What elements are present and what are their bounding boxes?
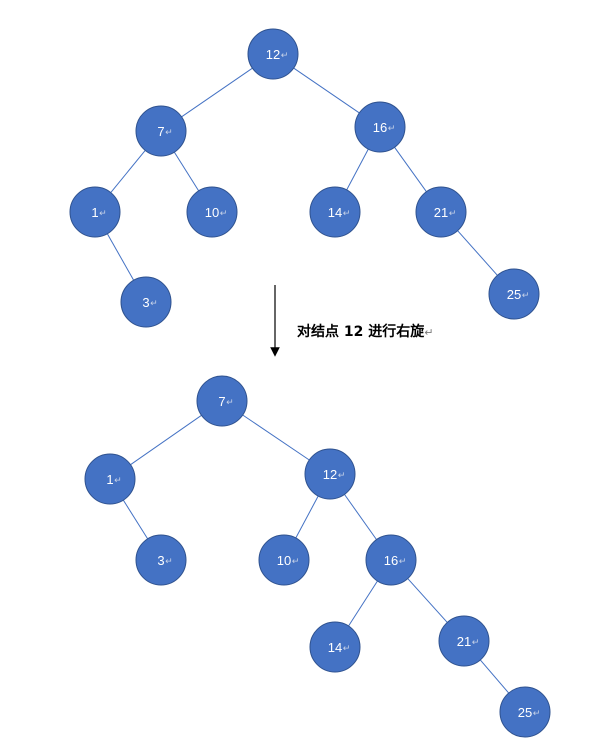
tree-node-10: 10↵ [186, 186, 238, 238]
tree-node-12: 12↵ [304, 448, 356, 500]
node-circle [69, 186, 121, 238]
return-mark-icon: ↵ [165, 128, 173, 138]
return-mark-icon: ↵ [281, 51, 289, 61]
tree-edge [293, 67, 360, 114]
node-label: 10 [205, 205, 219, 220]
node-circle [309, 186, 361, 238]
tree-node-16: 16↵ [365, 534, 417, 586]
tree-node-7: 7↵ [135, 105, 187, 157]
tree-node-3: 3↵ [120, 276, 172, 328]
tree-node-14: 14↵ [309, 186, 361, 238]
node-label: 21 [457, 634, 471, 649]
return-mark-icon: ↵ [343, 209, 351, 219]
tree-node-16: 16↵ [354, 101, 406, 153]
node-circle [488, 268, 540, 320]
node-circle [354, 101, 406, 153]
node-label: 25 [518, 705, 532, 720]
node-circle [499, 686, 551, 738]
tree-node-21: 21↵ [415, 186, 467, 238]
node-label: 21 [434, 205, 448, 220]
node-circle [196, 375, 248, 427]
node-label: 7 [218, 394, 225, 409]
return-mark-icon: ↵ [472, 638, 480, 648]
node-label: 14 [328, 205, 342, 220]
node-label: 16 [384, 553, 398, 568]
tree-edge [181, 67, 253, 118]
return-mark-icon: ↵ [150, 299, 158, 309]
node-label: 7 [157, 124, 164, 139]
return-mark-icon: ↵ [399, 557, 407, 567]
node-circle [365, 534, 417, 586]
nodes-layer: 12↵7↵16↵1↵10↵14↵21↵3↵25↵7↵1↵12↵3↵10↵16↵1… [69, 28, 551, 738]
node-label: 16 [373, 120, 387, 135]
tree-edge [394, 147, 427, 192]
node-label: 14 [328, 640, 342, 655]
return-mark-icon: ↵ [338, 471, 346, 481]
return-mark-icon: ↵ [99, 209, 107, 219]
node-label: 3 [157, 553, 164, 568]
node-circle [120, 276, 172, 328]
tree-node-25: 25↵ [488, 268, 540, 320]
node-circle [438, 615, 490, 667]
tree-node-14: 14↵ [309, 621, 361, 673]
tree-node-7: 7↵ [196, 375, 248, 427]
tree-edge [130, 414, 202, 466]
return-mark-icon: ↵ [220, 209, 228, 219]
return-mark-icon: ↵ [424, 326, 434, 339]
tree-edge [122, 499, 149, 540]
node-circle [415, 186, 467, 238]
node-circle [186, 186, 238, 238]
tree-node-1: 1↵ [84, 453, 136, 505]
return-mark-icon: ↵ [292, 557, 300, 567]
node-label: 12 [323, 467, 337, 482]
node-circle [304, 448, 356, 500]
return-mark-icon: ↵ [114, 476, 122, 486]
return-mark-icon: ↵ [226, 398, 234, 408]
node-circle [135, 534, 187, 586]
tree-edge [106, 233, 135, 281]
return-mark-icon: ↵ [388, 124, 396, 134]
node-circle [247, 28, 299, 80]
node-circle [309, 621, 361, 673]
node-circle [258, 534, 310, 586]
return-mark-icon: ↵ [343, 644, 351, 654]
return-mark-icon: ↵ [533, 709, 541, 719]
rotation-caption-text: 对结点 12 进行右旋 [297, 324, 425, 340]
tree-node-1: 1↵ [69, 186, 121, 238]
tree-node-12: 12↵ [247, 28, 299, 80]
tree-edge [110, 150, 146, 193]
return-mark-icon: ↵ [449, 209, 457, 219]
tree-edge [346, 148, 369, 191]
return-mark-icon: ↵ [522, 291, 530, 301]
return-mark-icon: ↵ [165, 557, 173, 567]
rotation-caption: 对结点 12 进行右旋↵ [297, 321, 433, 341]
node-label: 12 [266, 47, 280, 62]
tree-edge [295, 495, 319, 539]
node-circle [84, 453, 136, 505]
node-circle [135, 105, 187, 157]
tree-node-21: 21↵ [438, 615, 490, 667]
node-label: 25 [507, 287, 521, 302]
tree-edge [242, 414, 310, 461]
tree-edge [407, 578, 448, 623]
node-label: 3 [142, 295, 149, 310]
tree-edge [479, 659, 510, 694]
node-label: 1 [106, 472, 113, 487]
tree-node-25: 25↵ [499, 686, 551, 738]
tree-edge [173, 151, 200, 192]
edges-layer [106, 67, 510, 694]
tree-node-3: 3↵ [135, 534, 187, 586]
tree-node-10: 10↵ [258, 534, 310, 586]
tree-edge [344, 494, 377, 540]
node-label: 10 [277, 553, 291, 568]
node-label: 1 [91, 205, 98, 220]
tree-edge [348, 580, 378, 627]
tree-edge [457, 230, 498, 276]
